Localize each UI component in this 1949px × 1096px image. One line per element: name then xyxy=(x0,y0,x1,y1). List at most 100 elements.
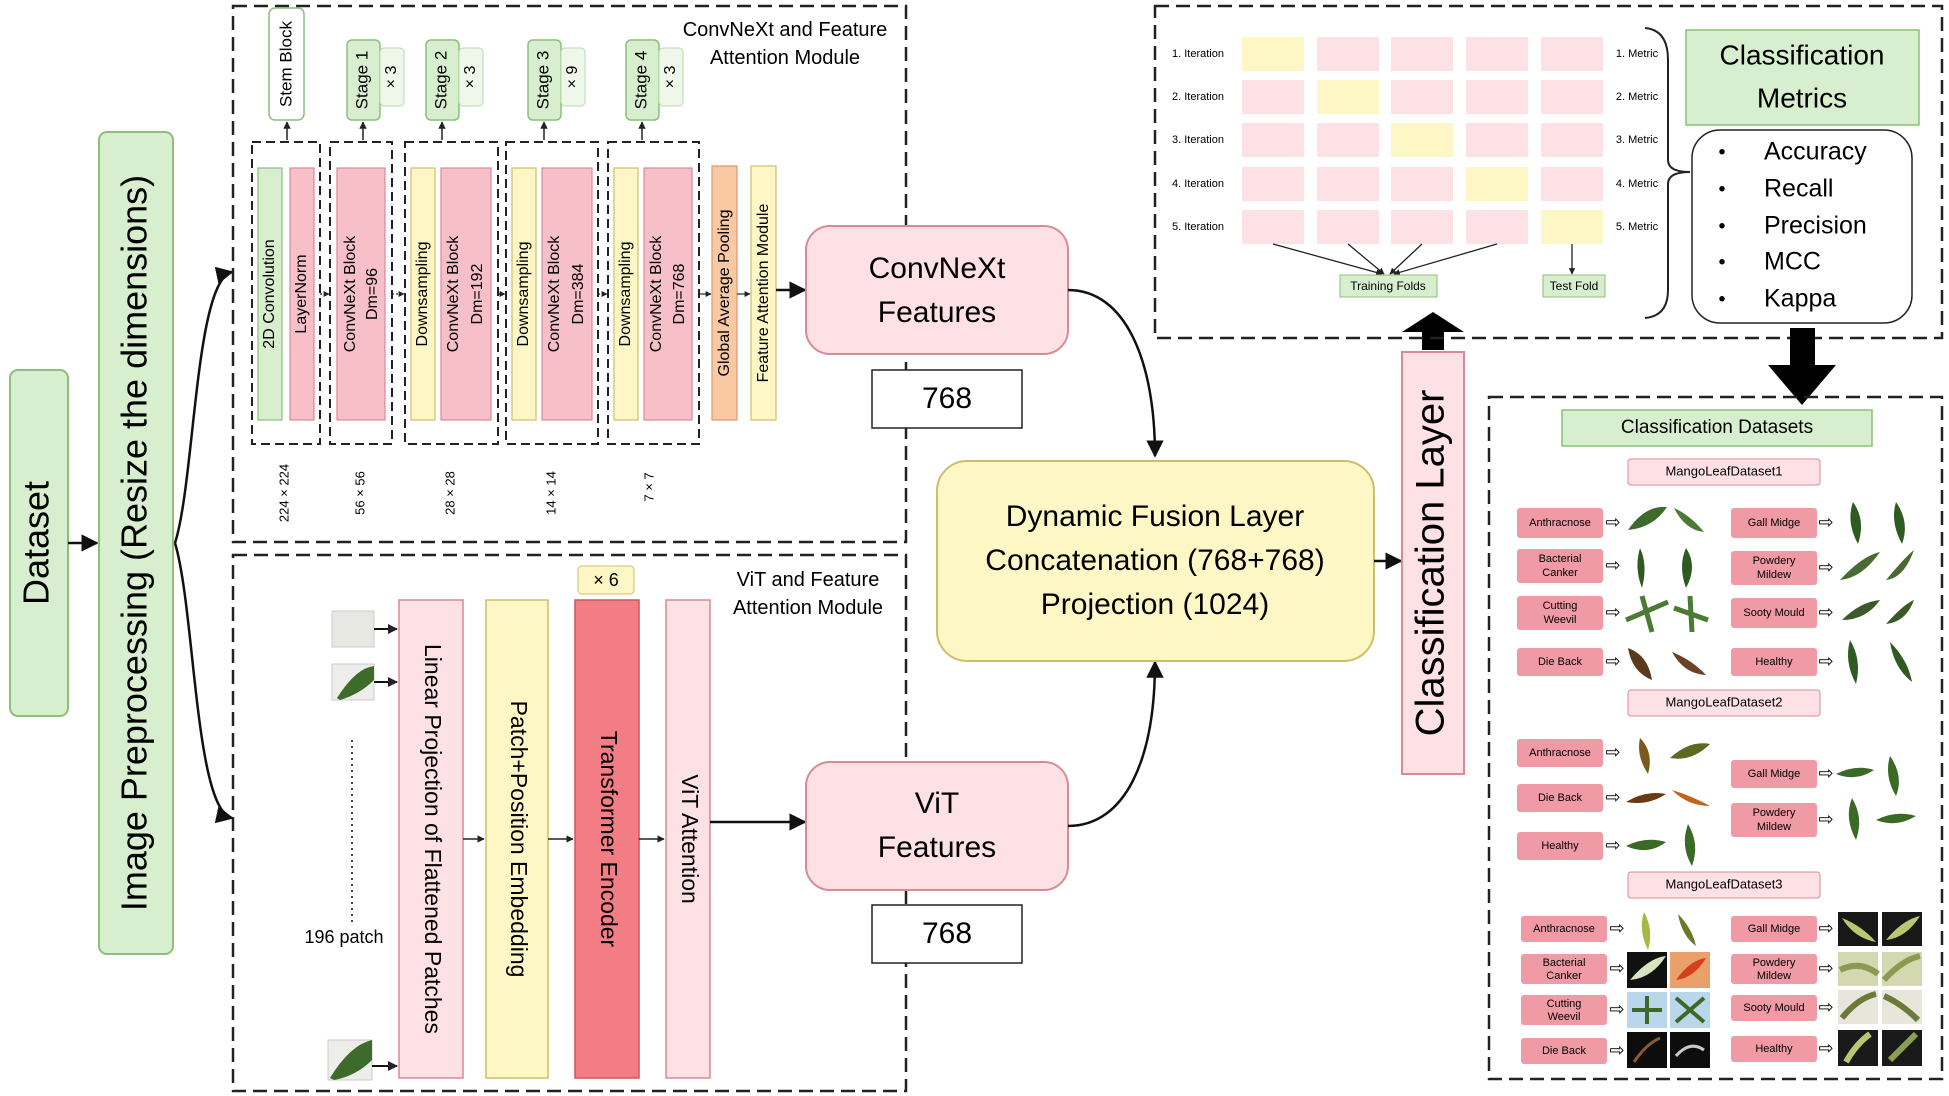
stage2-group xyxy=(404,141,499,445)
arrow-right-icon: ⇨ xyxy=(1818,651,1833,671)
arrow-right-icon: ⇨ xyxy=(1609,958,1624,978)
stage4-downsampling: Downsampling xyxy=(613,167,639,421)
metrics-title-line2: Metrics xyxy=(1757,82,1847,113)
block1-label: ConvNeXt Block xyxy=(342,235,359,352)
vit-features-line1: ViT xyxy=(915,787,959,820)
fusion-line3: Projection (1024) xyxy=(1041,588,1269,621)
leaf-image xyxy=(1641,912,1651,950)
d2-left-2-line1: Healthy xyxy=(1541,840,1579,852)
dataset-node: Dataset xyxy=(9,369,69,717)
res-14: 14 × 14 xyxy=(543,471,558,515)
fold-cell xyxy=(1391,210,1453,244)
d3-left-3-line1: Die Back xyxy=(1542,1045,1587,1057)
leaf-image xyxy=(1637,548,1645,588)
fold-cell xyxy=(1242,37,1304,71)
arrow-right-icon: ⇨ xyxy=(1609,999,1624,1019)
fold-cell xyxy=(1466,80,1528,114)
leaf-image xyxy=(1673,595,1709,633)
d3-left-1-line1: Bacterial xyxy=(1543,957,1586,969)
stage2-tag: Stage 2 × 3 xyxy=(425,39,484,140)
leaf-image xyxy=(1672,652,1706,675)
fold-cell xyxy=(1466,37,1528,71)
dataset3-name: MangoLeafDataset3 xyxy=(1665,876,1782,891)
fold-cell xyxy=(1466,167,1528,201)
arrow-right-icon: ⇨ xyxy=(1605,602,1620,622)
fold-cell xyxy=(1242,80,1304,114)
vit-to-fusion-arrow xyxy=(1067,660,1164,828)
dataset2-name: MangoLeafDataset2 xyxy=(1665,694,1782,709)
bullet-icon: • xyxy=(1718,215,1725,237)
d3-left-0-line1: Anthracnose xyxy=(1533,923,1595,935)
block3-dm-label: Dm=384 xyxy=(570,263,587,324)
arrow-right-icon: ⇨ xyxy=(1605,835,1620,855)
stem-group xyxy=(251,141,321,445)
metric-3-label: 3. Metric xyxy=(1616,134,1659,146)
res-7: 7 × 7 xyxy=(641,472,656,501)
fam-label: Feature Attention Module xyxy=(755,204,772,383)
layernorm-label: LayerNorm xyxy=(293,254,310,333)
block2-dm-label: Dm=192 xyxy=(469,263,486,324)
fold-cell xyxy=(1466,210,1528,244)
fold-cell xyxy=(1317,37,1379,71)
arrow-right-icon: ⇨ xyxy=(1818,1038,1833,1058)
leaf-image xyxy=(1886,600,1914,624)
arrow-right-icon: ⇨ xyxy=(1605,512,1620,532)
stage2-mult: × 3 xyxy=(462,66,479,89)
stage1-group xyxy=(329,141,393,445)
vit-module-title-line2: Attention Module xyxy=(733,597,883,619)
vit-module: ViT and Feature Attention Module 196 pat… xyxy=(231,553,908,1093)
classification-up-arrow xyxy=(1402,312,1464,350)
transformer-mult-label: × 6 xyxy=(593,570,619,590)
metric-item-precision: Precision xyxy=(1764,212,1867,240)
d1-right-2-line1: Sooty Mould xyxy=(1743,607,1804,619)
metrics-title-line1: Classification xyxy=(1720,39,1885,70)
gap-label: Global Average Pooling xyxy=(716,210,733,377)
linear-projection-label: Linear Projection of Flattened Patches xyxy=(420,644,446,1034)
patch-2 xyxy=(331,663,375,701)
fold-cell xyxy=(1317,210,1379,244)
datasets-title-node: Classification Datasets xyxy=(1561,409,1873,447)
training-folds-label: Training Folds xyxy=(1350,279,1426,293)
d1-left-2-line1: Cutting xyxy=(1543,600,1578,612)
d1-left-0-line1: Anthracnose xyxy=(1529,517,1591,529)
metric-item-kappa: Kappa xyxy=(1764,285,1836,313)
leaf-image xyxy=(1886,550,1914,580)
conv2d-layer: 2D Convolution xyxy=(257,167,283,421)
d1-left-1-line2: Canker xyxy=(1542,567,1578,579)
d3-right-3-line1: Healthy xyxy=(1755,1043,1793,1055)
stage2-label: Stage 2 xyxy=(431,51,450,110)
preprocessing-label: Image Preprocessing (Resize the dimensio… xyxy=(114,175,155,911)
d1-left-2-line2: Weevil xyxy=(1544,614,1577,626)
block4-dm-label: Dm=768 xyxy=(671,263,688,324)
metric-1-label: 1. Metric xyxy=(1616,48,1659,60)
block4-label: ConvNeXt Block xyxy=(648,235,665,352)
bullet-icon: • xyxy=(1718,251,1725,273)
leaf-image xyxy=(1628,506,1667,530)
metrics-bracket xyxy=(1644,27,1691,319)
leaf-image xyxy=(1670,743,1710,759)
fold-cell xyxy=(1541,210,1603,244)
res-56: 56 × 56 xyxy=(352,471,367,515)
downsampling3-label: Downsampling xyxy=(515,242,532,347)
arrow-right-icon: ⇨ xyxy=(1818,512,1833,532)
iteration-4-label: 4. Iteration xyxy=(1172,178,1224,190)
cv-panel: 1. Iteration 2. Iteration 3. Iteration 4… xyxy=(1153,4,1944,340)
stage4-tag: Stage 4 × 3 xyxy=(625,39,684,140)
leaf-image xyxy=(1684,824,1696,866)
convnext-dim-label: 768 xyxy=(922,382,972,415)
arrow-right-icon: ⇨ xyxy=(1818,918,1833,938)
fold-cell xyxy=(1541,80,1603,114)
arrow-right-icon: ⇨ xyxy=(1609,918,1624,938)
leaf-image xyxy=(1674,508,1704,532)
bullet-icon: • xyxy=(1718,288,1725,310)
d3-right-2-line1: Sooty Mould xyxy=(1743,1002,1804,1014)
transformer-encoder-layer: Transformer Encoder xyxy=(574,599,640,1079)
arrow-right-icon: ⇨ xyxy=(1818,557,1833,577)
convnext-features-line2: Features xyxy=(878,296,996,329)
iteration-3-label: 3. Iteration xyxy=(1172,134,1224,146)
leaf-image xyxy=(1626,839,1666,851)
test-fold-label: Test Fold xyxy=(1550,279,1599,293)
stage3-tag: Stage 3 × 9 xyxy=(527,39,586,140)
d1-right-1-line1: Powdery xyxy=(1753,555,1796,567)
